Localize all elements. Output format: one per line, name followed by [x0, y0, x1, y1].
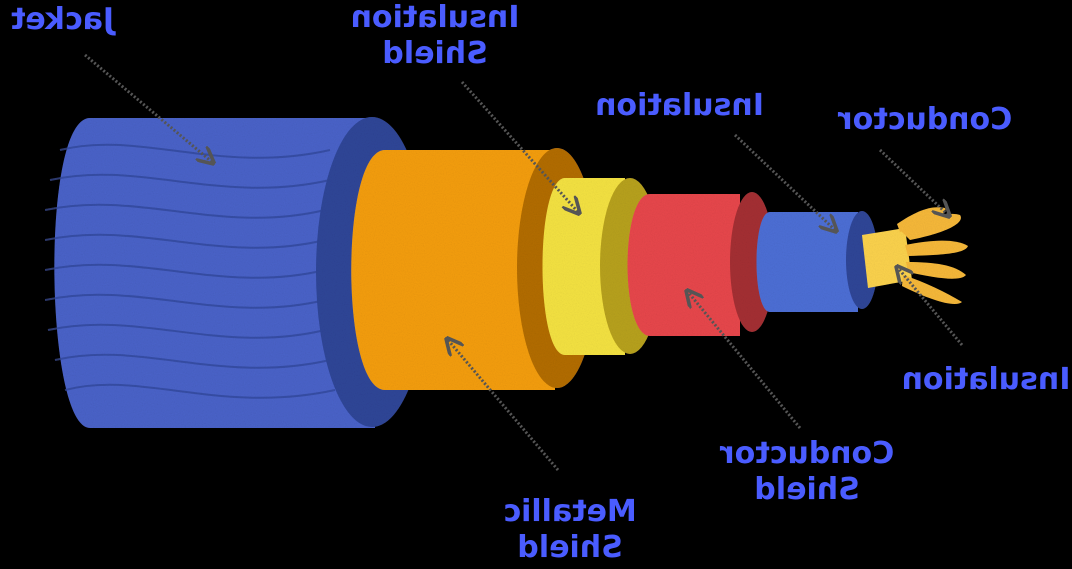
jacket-texture-lines	[44, 143, 336, 399]
leader-arrows	[84, 53, 964, 471]
label-insulation-right: Insulation	[901, 362, 1071, 397]
conductor-shield-body	[627, 194, 740, 336]
inner-insulation-body	[756, 212, 858, 312]
label-conductor: Conductor	[837, 102, 1013, 137]
label-insulation-top: Insulation	[595, 88, 764, 123]
label-conductor-shield: Conductor Shield	[719, 436, 895, 507]
arrow-insulation-top	[733, 133, 835, 230]
arrow-metallic-shield	[448, 340, 560, 471]
conductor-shield-layer	[627, 192, 774, 336]
label-metallic-shield: Metallic Shield	[503, 494, 637, 565]
arrow-insulation-shield	[460, 81, 578, 212]
arrow-conductor-shield	[688, 292, 802, 429]
label-jacket: Jacket	[10, 2, 115, 37]
label-insulation-shield: Insulation Shield	[350, 0, 520, 71]
arrow-insulation-right	[898, 268, 964, 346]
arrow-conductor	[878, 148, 948, 215]
metallic-shield-body	[351, 150, 555, 390]
jacket-body	[54, 118, 375, 428]
inner-insulation-layer	[756, 211, 878, 312]
